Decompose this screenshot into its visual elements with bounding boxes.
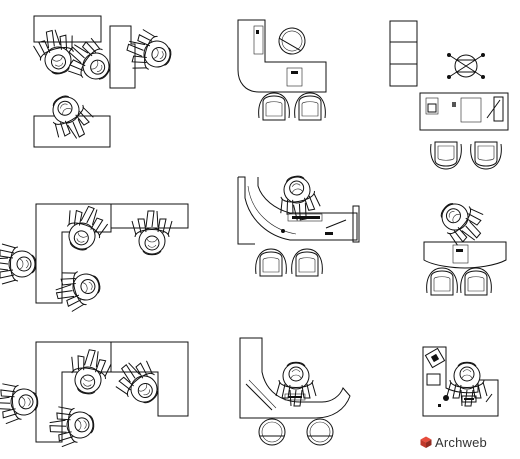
group-cluster-left-mid: [0, 200, 189, 315]
group-curved-desk-center-mid: [237, 172, 360, 277]
group-l-desk-center-top: [237, 19, 327, 121]
brand-name-a: Arch: [435, 434, 463, 450]
cabinet: [389, 20, 418, 43]
group-corner-desk-right-bottom: [422, 346, 499, 417]
seated-person: [41, 87, 99, 147]
armchair: [460, 267, 492, 296]
seated-person: [0, 380, 40, 426]
cabinet: [389, 63, 418, 87]
armchair: [291, 248, 323, 277]
curved-desk: [239, 337, 351, 419]
armchair: [470, 141, 502, 170]
reception-desk: [423, 241, 507, 269]
seated-person: [431, 192, 492, 253]
l-desk: [109, 25, 136, 89]
group-cluster-left-bottom: [0, 341, 189, 449]
brand-name-b: web: [462, 434, 487, 450]
group-cabinet-desk-right-top: [389, 20, 509, 170]
seated-person: [274, 172, 323, 224]
archweb-cube-icon: [420, 436, 432, 448]
cabinet: [389, 41, 418, 65]
armchair: [430, 141, 462, 170]
group-curved-desk-center-bottom: [239, 337, 351, 446]
seated-person: [51, 263, 105, 315]
armchair: [426, 267, 458, 296]
seated-person: [0, 243, 37, 285]
seated-person: [58, 200, 112, 257]
armchair: [258, 92, 290, 121]
l-desk: [35, 203, 189, 304]
seated-person: [47, 403, 96, 449]
chair: [273, 22, 311, 60]
archweb-wordmark: Archweb: [435, 435, 487, 450]
group-reception-right-mid: [423, 192, 507, 296]
seated-person: [108, 352, 169, 413]
armchair: [255, 248, 287, 277]
swivel-chair: [446, 52, 486, 80]
seated-person: [275, 361, 317, 407]
l-desk: [237, 19, 327, 93]
seated-person: [30, 25, 82, 79]
armchair: [294, 92, 326, 121]
seated-person: [131, 210, 173, 256]
archweb-logo: Archweb: [420, 433, 487, 451]
curved-desk: [238, 176, 358, 241]
group-pair-desks-left-top: [30, 15, 176, 148]
desk: [33, 15, 102, 43]
l-desk: [35, 341, 189, 443]
desk: [419, 92, 509, 131]
chair: [306, 418, 334, 446]
chair: [258, 418, 286, 446]
